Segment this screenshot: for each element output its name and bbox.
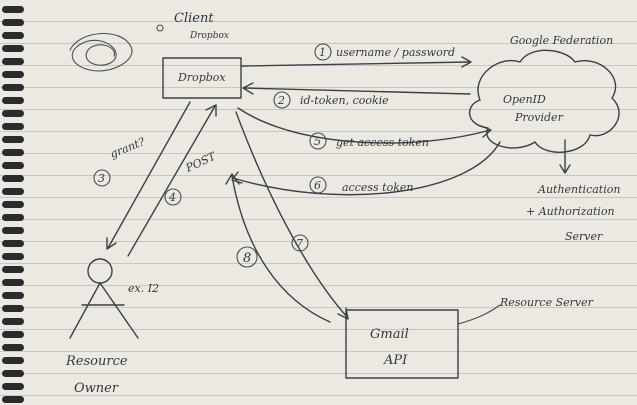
spiral-ring bbox=[2, 175, 24, 182]
step-5-arrow bbox=[237, 107, 491, 144]
resource-server-label: Resource Server bbox=[499, 296, 594, 309]
step-3-arrow bbox=[107, 101, 191, 249]
step-3-number: 3 bbox=[98, 172, 105, 185]
step-6-arrow bbox=[232, 141, 501, 196]
arrowhead bbox=[231, 171, 243, 184]
spiral-ring bbox=[2, 6, 24, 13]
resource-owner-body bbox=[69, 282, 139, 339]
step-2-badge bbox=[273, 91, 291, 109]
auth-server-line-3: Server bbox=[565, 230, 603, 243]
auth-server-line-1: Authentication bbox=[537, 183, 620, 196]
step-7-arrow bbox=[235, 111, 349, 319]
client-box-label: Dropbox bbox=[177, 71, 226, 84]
step-6-label: access token bbox=[342, 181, 413, 194]
spiral-ring bbox=[2, 123, 24, 130]
step-1-badge bbox=[314, 43, 332, 61]
spiral-ring bbox=[2, 136, 24, 143]
resource-server-pointer bbox=[457, 304, 501, 325]
resource-owner-icon bbox=[87, 258, 113, 284]
spiral-ring bbox=[2, 84, 24, 91]
grant-label: grant? bbox=[108, 135, 147, 161]
client-title: Client bbox=[174, 11, 214, 26]
step-2-label: id-token, cookie bbox=[300, 94, 389, 107]
step-7-badge bbox=[291, 234, 309, 252]
arrowhead bbox=[106, 237, 117, 250]
step-8-arrow bbox=[231, 175, 331, 323]
spiral-ring bbox=[2, 201, 24, 208]
spiral-ring bbox=[2, 32, 24, 39]
step-2-arrow bbox=[243, 87, 471, 95]
bullet-icon bbox=[156, 24, 164, 32]
spiral-ring bbox=[2, 331, 24, 338]
arrowhead bbox=[242, 82, 254, 95]
spiral-ring bbox=[2, 383, 24, 390]
scribble-mark bbox=[69, 33, 133, 72]
step-1-label: username / password bbox=[336, 46, 455, 59]
spiral-ring bbox=[2, 357, 24, 364]
spiral-ring bbox=[2, 19, 24, 26]
spiral-ring bbox=[2, 214, 24, 221]
spiral-ring bbox=[2, 370, 24, 377]
arrowhead bbox=[480, 125, 492, 138]
spiral-ring bbox=[2, 396, 24, 403]
spiral-ring bbox=[2, 279, 24, 286]
step-8-number: 8 bbox=[243, 251, 251, 266]
gmail-api-box bbox=[345, 309, 459, 379]
spiral-binding bbox=[2, 6, 24, 403]
auth-server-line-2: + Authorization bbox=[526, 205, 615, 218]
spiral-ring bbox=[2, 110, 24, 117]
gmail-api-label-2: API bbox=[383, 353, 408, 368]
spiral-ring bbox=[2, 58, 24, 65]
arrowhead bbox=[205, 104, 217, 117]
arrowhead bbox=[225, 173, 240, 185]
step-1-number: 1 bbox=[319, 46, 326, 59]
step-5-badge bbox=[309, 132, 327, 150]
spiral-ring bbox=[2, 162, 24, 169]
spiral-ring bbox=[2, 305, 24, 312]
spiral-ring bbox=[2, 97, 24, 104]
step-1-arrow bbox=[241, 61, 471, 67]
step-4-arrow bbox=[127, 105, 216, 257]
client-box bbox=[162, 57, 242, 99]
spiral-ring bbox=[2, 318, 24, 325]
step-8-badge bbox=[236, 246, 258, 268]
openid-label-2: Provider bbox=[514, 111, 564, 124]
resource-owner-tag: ex. I2 bbox=[128, 282, 159, 295]
step-5-number: 5 bbox=[314, 135, 321, 148]
step-5-label: get access token bbox=[336, 136, 429, 149]
gmail-api-label-1: Gmail bbox=[370, 327, 409, 342]
client-subtitle: Dropbox bbox=[189, 31, 229, 41]
step-2-number: 2 bbox=[277, 94, 285, 107]
step-4-number: 4 bbox=[168, 191, 176, 204]
arrowhead bbox=[559, 164, 571, 174]
spiral-ring bbox=[2, 149, 24, 156]
openid-provider-cloud bbox=[469, 49, 620, 153]
spiral-ring bbox=[2, 344, 24, 351]
step-3-badge bbox=[93, 169, 111, 187]
spiral-ring bbox=[2, 227, 24, 234]
spiral-ring bbox=[2, 292, 24, 299]
google-title: Google Federation bbox=[510, 34, 613, 47]
step-7-number: 7 bbox=[296, 237, 303, 250]
spiral-ring bbox=[2, 240, 24, 247]
resource-owner-label-2: Owner bbox=[74, 381, 119, 396]
spiral-ring bbox=[2, 45, 24, 52]
step-4-badge bbox=[164, 188, 182, 206]
step-6-number: 6 bbox=[314, 179, 321, 192]
spiral-ring bbox=[2, 253, 24, 260]
step-6-badge bbox=[309, 176, 327, 194]
spiral-ring bbox=[2, 188, 24, 195]
arrowhead bbox=[461, 56, 472, 68]
openid-label-1: OpenID bbox=[503, 93, 546, 106]
spiral-ring bbox=[2, 266, 24, 273]
resource-owner-label-1: Resource bbox=[65, 354, 128, 369]
spiral-ring bbox=[2, 71, 24, 78]
